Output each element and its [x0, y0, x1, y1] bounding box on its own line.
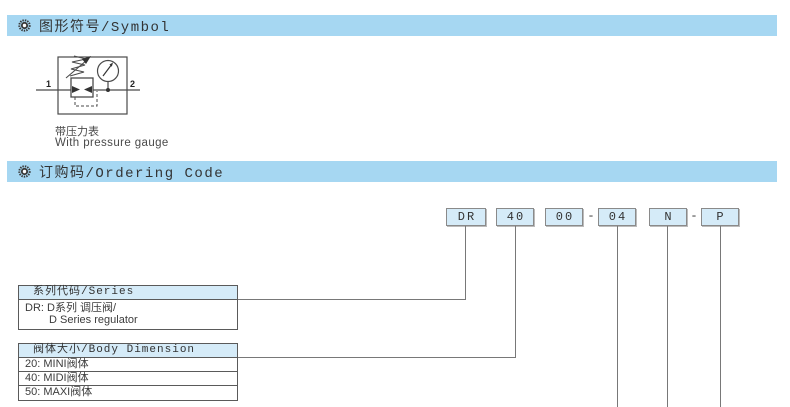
code-separator: - — [690, 209, 698, 223]
code-box-option: P — [701, 208, 739, 226]
gear-icon — [18, 165, 31, 178]
connector-line-option — [720, 226, 721, 407]
series-row-line2: D Series regulator — [49, 314, 138, 326]
symbol-caption-en: With pressure gauge — [55, 137, 169, 149]
body-dimension-row: 50: MAXI阀体 — [25, 386, 93, 398]
symbol-section-header: 图形符号/Symbol — [7, 15, 777, 36]
series-table-body: DR: D系列 调压阀/ D Series regulator — [19, 300, 237, 329]
connector-line-body-size — [515, 226, 516, 357]
ordering-section-header: 订购码/Ordering Code — [7, 161, 777, 182]
connector-line-series — [465, 226, 466, 299]
port-1-label: 1 — [46, 79, 51, 89]
series-table: 系列代码/Series DR: D系列 调压阀/ D Series regula… — [18, 285, 238, 330]
code-box-series: DR — [446, 208, 486, 226]
connector-line-body-size — [238, 357, 516, 358]
connector-line-series — [238, 299, 466, 300]
body-dimension-table-header: 阀体大小/Body Dimension — [19, 344, 237, 358]
pressure-regulator-symbol: 1 2 — [36, 55, 140, 115]
series-table-header: 系列代码/Series — [19, 286, 237, 300]
ordering-section-title: 订购码/Ordering Code — [39, 165, 225, 182]
port-2-label: 2 — [130, 79, 135, 89]
code-box-thread: N — [649, 208, 687, 226]
connector-line-thread — [667, 226, 668, 407]
code-box-body-size: 40 — [496, 208, 534, 226]
gear-icon — [18, 19, 31, 32]
series-row-line1: DR: D系列 调压阀/ — [25, 302, 117, 314]
connector-line-port-size — [617, 226, 618, 407]
code-separator: - — [587, 209, 595, 223]
symbol-caption-cn: 带压力表 — [55, 126, 99, 138]
body-dimension-row: 40: MIDI阀体 — [19, 372, 237, 386]
symbol-section-title: 图形符号/Symbol — [39, 19, 171, 36]
body-dimension-row: 20: MINI阀体 — [19, 358, 237, 372]
code-box-port-size: 04 — [598, 208, 636, 226]
code-box-type: 00 — [545, 208, 583, 226]
body-dimension-table: 阀体大小/Body Dimension 20: MINI阀体 40: MIDI阀… — [18, 343, 238, 401]
